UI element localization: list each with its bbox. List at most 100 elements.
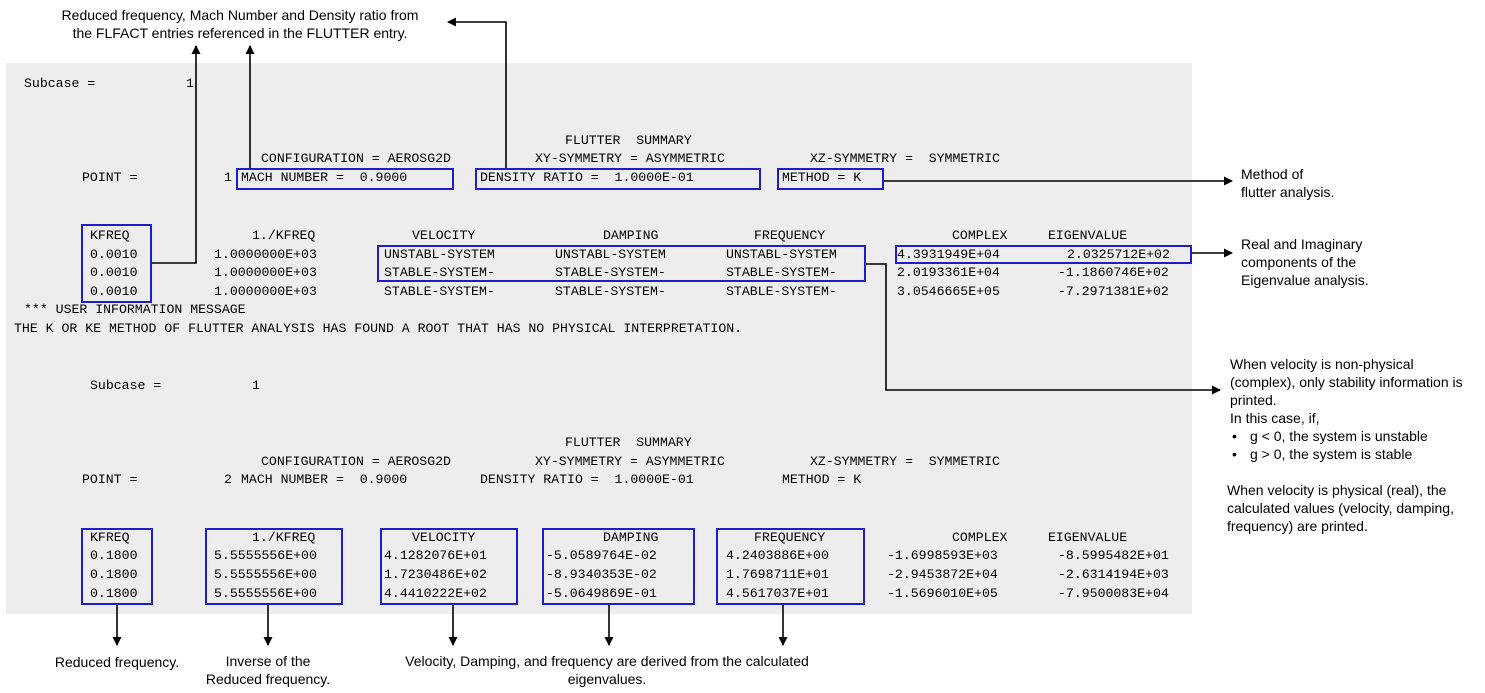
derived-line-2: eigenvalues. <box>567 671 647 687</box>
configuration-1: CONFIGURATION = AEROSG2D <box>261 151 451 166</box>
table-cell: 0.1800 <box>90 586 138 601</box>
subcase-label-1: Subcase = <box>24 76 96 91</box>
inverse-line-2: Reduced frequency. <box>205 671 331 687</box>
kfreq-highlight-box-2 <box>81 528 153 605</box>
header-inv-kfreq-2: 1./KFREQ <box>252 530 316 545</box>
table-cell: 0.0010 <box>90 265 138 280</box>
table-cell: STABLE-SYSTEM- <box>384 265 495 280</box>
header-frequency-1: FREQUENCY <box>754 228 826 243</box>
point-value-1: 1 <box>224 170 232 185</box>
table-cell: 4.1282076E+01 <box>384 548 487 563</box>
physical-annotation: When velocity is physical (real), the ca… <box>1227 481 1482 535</box>
header-velocity-2: VELOCITY <box>412 530 476 545</box>
mach-highlight-box <box>236 168 454 190</box>
method-2: METHOD = K <box>782 472 862 487</box>
eigen-line-3: Eigenvalue analysis. <box>1241 272 1369 288</box>
table-cell: -5.0649869E-01 <box>546 586 657 601</box>
damping-highlight-box <box>542 528 695 605</box>
header-kfreq-1: KFREQ <box>90 228 130 243</box>
inverse-annotation: Inverse of the Reduced frequency. <box>188 652 348 688</box>
subcase-value-2: 1 <box>252 378 260 393</box>
header-velocity-1: VELOCITY <box>412 228 476 243</box>
table-cell: 4.2403886E+00 <box>726 548 829 563</box>
table-cell: 5.5555556E+00 <box>214 567 317 582</box>
mach-number-2: MACH NUMBER = 0.9000 <box>241 472 408 487</box>
table-cell: -2.9453872E+04 <box>887 567 998 582</box>
xy-symmetry-2: XY-SYMMETRY = ASYMMETRIC <box>535 454 725 469</box>
header-inv-kfreq-1: 1./KFREQ <box>252 228 316 243</box>
nonphys-line-4: In this case, if, <box>1230 410 1320 426</box>
header-complex-1: COMPLEX <box>952 228 1008 243</box>
configuration-2: CONFIGURATION = AEROSG2D <box>261 454 451 469</box>
system-stability-highlight-box <box>377 245 866 282</box>
derived-line-1: Velocity, Damping, and frequency are der… <box>405 653 809 669</box>
user-info-text: THE K OR KE METHOD OF FLUTTER ANALYSIS H… <box>14 321 743 336</box>
eigenvalue-annotation: Real and Imaginary components of the Eig… <box>1241 235 1461 289</box>
header-complex-2: COMPLEX <box>952 530 1008 545</box>
table-cell: UNSTABL-SYSTEM <box>384 247 495 262</box>
flfact-line-1: Reduced frequency, Mach Number and Densi… <box>61 7 419 23</box>
table-cell: STABLE-SYSTEM- <box>726 265 837 280</box>
header-damping-2: DAMPING <box>603 530 659 545</box>
header-eigenvalue-2: EIGENVALUE <box>1048 530 1128 545</box>
derived-annotation: Velocity, Damping, and frequency are der… <box>372 652 842 688</box>
point-label-1: POINT = <box>82 170 138 185</box>
table-cell: 0.1800 <box>90 548 138 563</box>
method-highlight-box <box>777 168 884 190</box>
stability-connector <box>866 263 1221 395</box>
nonphys-line-3: printed. <box>1230 392 1277 408</box>
method-line-1: Method of <box>1241 166 1304 182</box>
table-cell: -1.6998593E+03 <box>887 548 998 563</box>
inv-kfreq-highlight-box <box>205 528 343 605</box>
table-cell: STABLE-SYSTEM- <box>555 284 666 299</box>
velocity-highlight-box <box>380 528 518 605</box>
table-cell: -8.9340353E-02 <box>546 567 657 582</box>
phys-line-3: frequency) are printed. <box>1227 518 1368 534</box>
table-cell: 0.0010 <box>90 284 138 299</box>
bullet-unstable: g < 0, the system is unstable <box>1232 427 1482 445</box>
flfact-line-2: the FLFACT entries referenced in the FLU… <box>72 25 408 41</box>
point-label-2: POINT = <box>82 472 138 487</box>
eigenvalue-highlight-box <box>895 245 1192 264</box>
table-cell: 1.7698711E+01 <box>726 567 829 582</box>
subcase-label-2: Subcase = <box>90 378 162 393</box>
table-cell: -8.5995482E+01 <box>1058 548 1169 563</box>
table-cell: STABLE-SYSTEM- <box>555 265 666 280</box>
table-cell: 1.0000000E+03 <box>214 247 317 262</box>
frequency-highlight-box <box>716 528 865 605</box>
nonphys-line-2: (complex), only stability information is <box>1230 374 1463 390</box>
method-annotation: Method of flutter analysis. <box>1241 165 1441 201</box>
table-cell: 2.0193361E+04 <box>897 265 1000 280</box>
table-cell: STABLE-SYSTEM- <box>384 284 495 299</box>
table-cell: 1.0000000E+03 <box>214 265 317 280</box>
method-1: METHOD = K <box>782 170 862 185</box>
header-frequency-2: FREQUENCY <box>754 530 826 545</box>
point-value-2: 2 <box>224 472 232 487</box>
table-cell: 1.7230486E+02 <box>384 567 487 582</box>
table-cell: 4.3931949E+04 <box>897 247 1000 262</box>
flutter-summary-title-2: FLUTTER SUMMARY <box>565 435 692 450</box>
density-highlight-box <box>475 168 761 190</box>
non-physical-annotation: When velocity is non-physical (complex),… <box>1230 355 1482 463</box>
table-cell: 4.4410222E+02 <box>384 586 487 601</box>
density-ratio-2: DENSITY RATIO = 1.0000E-01 <box>480 472 694 487</box>
header-eigenvalue-1: EIGENVALUE <box>1048 228 1128 243</box>
table-cell: -5.0589764E-02 <box>546 548 657 563</box>
method-line-2: flutter analysis. <box>1241 184 1335 200</box>
table-cell: 0.1800 <box>90 567 138 582</box>
table-cell: 5.5555556E+00 <box>214 586 317 601</box>
table-cell: STABLE-SYSTEM- <box>726 284 837 299</box>
user-info-message: *** USER INFORMATION MESSAGE <box>24 302 246 317</box>
table-cell: UNSTABL-SYSTEM <box>726 247 837 262</box>
header-damping-1: DAMPING <box>603 228 659 243</box>
flfact-annotation: Reduced frequency, Mach Number and Densi… <box>20 6 460 42</box>
xz-symmetry-2: XZ-SYMMETRY = SYMMETRIC <box>810 454 1000 469</box>
table-cell: 4.5617037E+01 <box>726 586 829 601</box>
bullet-stable: g > 0, the system is stable <box>1232 445 1482 463</box>
subcase-value-1: 1 <box>186 76 194 91</box>
table-cell: -7.2971381E+02 <box>1058 284 1169 299</box>
xy-symmetry-1: XY-SYMMETRY = ASYMMETRIC <box>535 151 725 166</box>
table-cell: 5.5555556E+00 <box>214 548 317 563</box>
density-ratio-1: DENSITY RATIO = 1.0000E-01 <box>480 170 694 185</box>
